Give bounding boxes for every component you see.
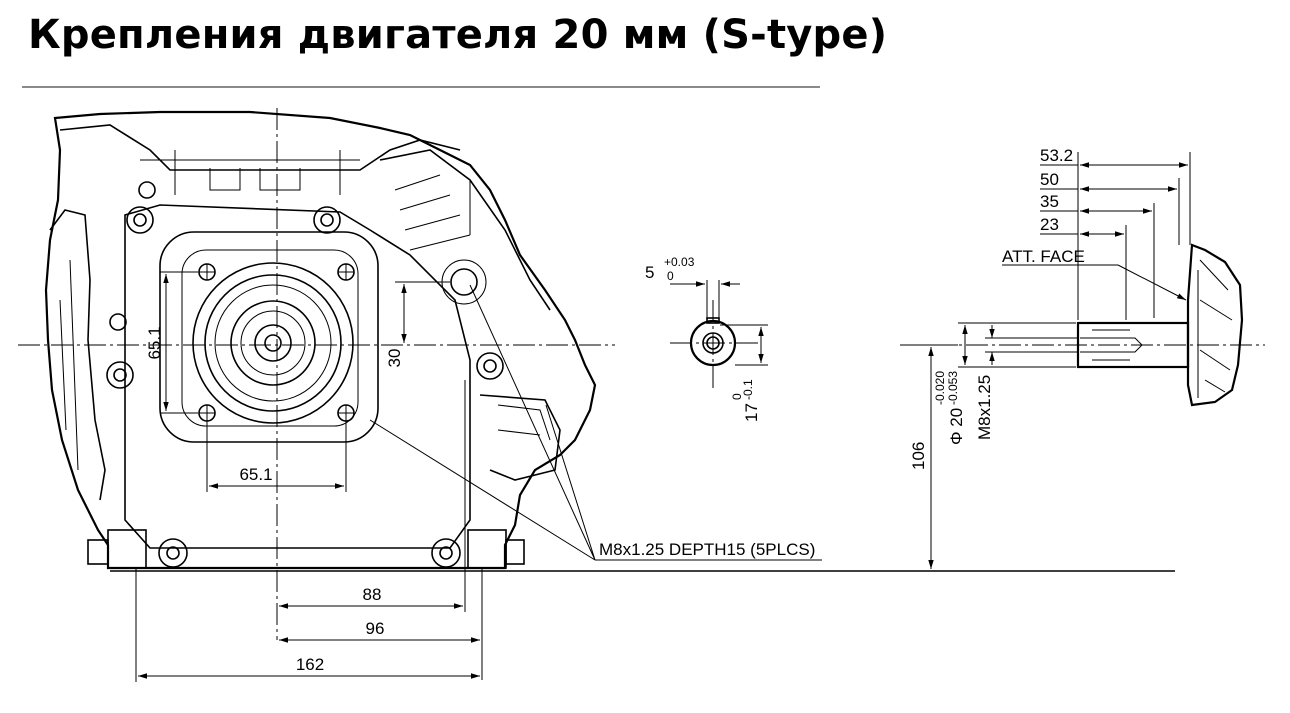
top-linkage <box>140 150 360 195</box>
mount-hole-label: M8x1.25 DEPTH15 (5PLCS) <box>599 540 815 559</box>
lower-bracket-detail <box>497 404 551 441</box>
keyway <box>706 317 720 324</box>
dim-162: 162 <box>296 655 324 674</box>
lower-bracket <box>479 394 561 481</box>
shaft-thread: M8x1.25 <box>975 375 994 440</box>
mount-face-inner <box>181 249 359 427</box>
thread-hole <box>1080 337 1143 353</box>
top-frame <box>59 124 461 171</box>
foot-bolt-right <box>505 539 525 565</box>
keyway-tol-upper: +0.03 <box>664 255 695 269</box>
crank-boss-outer <box>192 262 354 424</box>
mount-hole-leaders <box>369 284 596 561</box>
crank-seal-inner <box>240 310 306 376</box>
dim-65-1-vertical: 65.1 <box>145 326 164 359</box>
keyway-section-view: 5 +0.03 0 17 0 -0.1 <box>645 255 768 422</box>
keyway-width: 5 <box>645 263 654 282</box>
key-depth-tol-lower: -0.1 <box>741 379 755 400</box>
crank-boss <box>204 274 342 412</box>
side-cover-detail <box>1197 259 1233 398</box>
dim-50: 50 <box>1040 170 1059 189</box>
shaft-tol-upper: -0.020 <box>933 371 947 405</box>
crankshaft <box>254 324 292 362</box>
side-ribs <box>59 259 79 471</box>
engine-outline <box>44 110 597 570</box>
key-depth: 17 <box>742 403 761 422</box>
side-cover <box>49 209 106 501</box>
keyway-tol-lower: 0 <box>667 269 674 283</box>
mount-hole-crosses <box>199 264 354 421</box>
shaft-diameter: Φ 20 <box>947 408 966 445</box>
dim-35: 35 <box>1040 192 1059 211</box>
foot-bolt-left <box>87 539 109 565</box>
keyway-side <box>1092 329 1130 361</box>
shaft-section <box>689 319 737 367</box>
engine-front-view: 65.1 30 65.1 88 96 162 M8x1.25 DEPTH15 (… <box>18 108 1175 682</box>
fuel-tank-side <box>379 149 551 311</box>
dim-96: 96 <box>366 619 385 638</box>
crank-boss-ring <box>214 284 332 402</box>
bolts <box>106 181 504 568</box>
dim-30: 30 <box>385 349 404 368</box>
engine-side-cover <box>1186 243 1244 407</box>
dim-53-2: 53.2 <box>1040 146 1073 165</box>
fins <box>394 174 471 251</box>
title-divider <box>22 86 820 88</box>
key-depth-tol-upper: 0 <box>730 393 744 400</box>
dim-65-1-horizontal: 65.1 <box>239 465 272 484</box>
foot-left <box>107 529 147 569</box>
mount-face <box>159 231 379 443</box>
dim-88: 88 <box>363 585 382 604</box>
dim-106: 106 <box>909 442 928 470</box>
shaft-thread-hole <box>702 332 724 354</box>
shaft-tol-lower: -0.053 <box>946 371 960 405</box>
page-title: Крепления двигателя 20 мм (S-type) <box>28 12 888 58</box>
shaft-side-view: ATT. FACE 53.2 50 35 23 Φ 20 -0.020 -0.0… <box>900 146 1265 569</box>
foot-right <box>467 529 507 569</box>
dim-23: 23 <box>1040 215 1059 234</box>
crankshaft-center <box>264 334 282 352</box>
upper-mount-hole <box>450 268 478 296</box>
att-face-label: ATT. FACE <box>1002 247 1085 266</box>
crank-seal <box>230 300 316 386</box>
